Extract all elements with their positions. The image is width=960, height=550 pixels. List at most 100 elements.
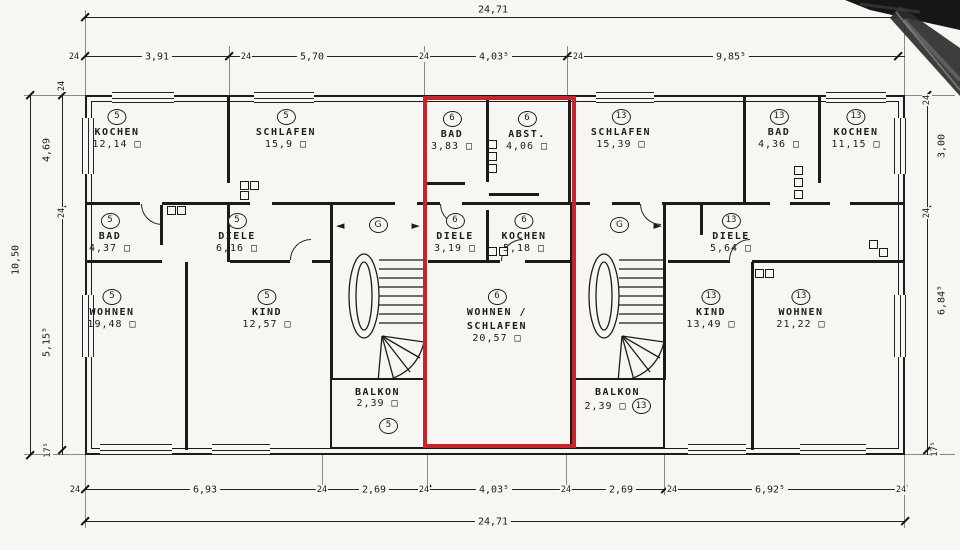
window-symbol: [82, 295, 94, 357]
extension-line: [566, 455, 567, 495]
room-schlafen-u5: 5 SCHLAFEN 15,9 □: [256, 103, 316, 151]
dim-line: [30, 95, 32, 455]
dim-label: 24: [417, 52, 431, 62]
dim-line: [927, 95, 929, 455]
extension-line: [567, 46, 568, 95]
arrow-right-icon: ►: [653, 218, 662, 232]
room-wohnen-schlafen-u6: 6 WOHNEN / SCHLAFEN 20,57 □: [467, 283, 527, 345]
extension-line: [664, 455, 665, 495]
room-area: 6,16 □: [215, 242, 259, 254]
room-wohnen-u5: 5 WOHNEN 19,48 □: [87, 283, 136, 331]
room-kind-u13: 13 KIND 13,49 □: [686, 283, 735, 331]
unit-badge: 5: [102, 288, 122, 305]
wall-segment: [525, 260, 570, 263]
room-abstellraum-u6: 6 ABST. 4,06 □: [506, 105, 548, 153]
stair-letter-badge: G: [368, 217, 388, 233]
unit-badge: 13: [631, 398, 651, 414]
dim-label: 24: [315, 485, 329, 495]
window-symbol: [894, 118, 906, 174]
wall-segment: [850, 202, 905, 205]
extension-line: [229, 46, 230, 95]
room-area: 13,49 □: [686, 318, 736, 330]
dim-label: 24: [57, 206, 67, 220]
fixture: [177, 206, 186, 215]
fixture: [167, 206, 176, 215]
dim-label: 6,93: [189, 484, 221, 496]
fixture: [794, 190, 803, 199]
stair-marker-left: ◄ G ►: [336, 217, 420, 233]
fixture: [250, 181, 259, 190]
wall-segment: [417, 202, 440, 205]
room-area: 12,57 □: [242, 318, 292, 330]
fixture: [755, 269, 764, 278]
unit-badge: 13: [701, 288, 721, 305]
wall-segment: [700, 205, 703, 235]
room-name: SCHLAFEN: [590, 126, 652, 138]
window-symbol: [100, 444, 172, 455]
room-kochen-u5: 5 KOCHEN 12,14 □: [92, 103, 141, 151]
window-symbol: [112, 92, 174, 103]
dim-label: 24: [67, 52, 81, 62]
extension-line: [322, 455, 323, 495]
room-area: 5,18 □: [502, 242, 546, 254]
arrow-right-icon: ►: [411, 218, 420, 232]
stair-marker-right: G ►: [610, 217, 662, 233]
fixture: [488, 140, 497, 149]
dim-label: 24: [68, 485, 82, 495]
dim-total-bottom: 24,71: [474, 516, 512, 528]
wall-segment: [462, 202, 590, 205]
building-inner-wall-line: [91, 101, 899, 449]
room-area: 15,9 □: [264, 138, 308, 150]
room-name: WOHNEN: [89, 306, 135, 318]
wall-segment: [272, 202, 395, 205]
room-name: ABST.: [508, 128, 546, 140]
wall-segment: [486, 210, 489, 262]
unit-badge: 5: [100, 212, 120, 229]
room-name: WOHNEN /: [466, 306, 528, 318]
room-name: DIELE: [712, 230, 750, 242]
room-name: DIELE: [436, 230, 474, 242]
dim-total-left: 10,50: [10, 244, 22, 276]
dim-label: 2,69: [358, 484, 390, 496]
room-name: BAD: [98, 230, 122, 242]
room-name: SCHLAFEN: [255, 126, 317, 138]
unit-badge: 6: [445, 212, 465, 229]
unit-badge: 13: [721, 212, 741, 229]
wall-segment: [612, 202, 640, 205]
wall-segment: [790, 202, 830, 205]
wall-segment: [818, 97, 821, 183]
extension-line: [24, 95, 85, 96]
fixture: [488, 164, 497, 173]
window-symbol: [254, 92, 314, 103]
room-bad-u13: 13 BAD 4,36 □: [758, 103, 800, 151]
dim-label: 5,70: [296, 51, 328, 63]
unit-badge: 5: [257, 288, 277, 305]
room-area: 20,57 □: [472, 332, 522, 344]
wall-segment: [743, 97, 746, 205]
tick-mark: [25, 450, 35, 460]
wall-segment: [162, 202, 250, 205]
dim-label: 24: [57, 79, 67, 93]
room-area: 11,15 □: [831, 138, 881, 150]
staircase-left: [348, 253, 424, 383]
dim-label: 6,84⁵: [936, 284, 948, 316]
dim-label: 24: [559, 485, 573, 495]
fixture: [869, 240, 878, 249]
room-name-line2: SCHLAFEN: [466, 320, 528, 332]
dim-label: 24: [665, 485, 679, 495]
dim-label: 24: [239, 52, 253, 62]
scan-artifact: [845, 0, 960, 96]
dim-total-top: 24,71: [474, 4, 512, 16]
room-name: KIND: [251, 306, 283, 318]
dim-label: 4,03⁵: [475, 484, 513, 496]
room-name: KOCHEN: [833, 126, 879, 138]
wall-segment: [568, 97, 571, 205]
room-diele-u5: 5 DIELE 6,16 □: [216, 207, 258, 255]
staircase-right: [588, 253, 664, 383]
fixture: [240, 191, 249, 200]
extension-line: [85, 455, 86, 528]
unit-badge: 13: [611, 108, 631, 125]
fixture: [879, 248, 888, 257]
extension-line: [427, 455, 428, 495]
